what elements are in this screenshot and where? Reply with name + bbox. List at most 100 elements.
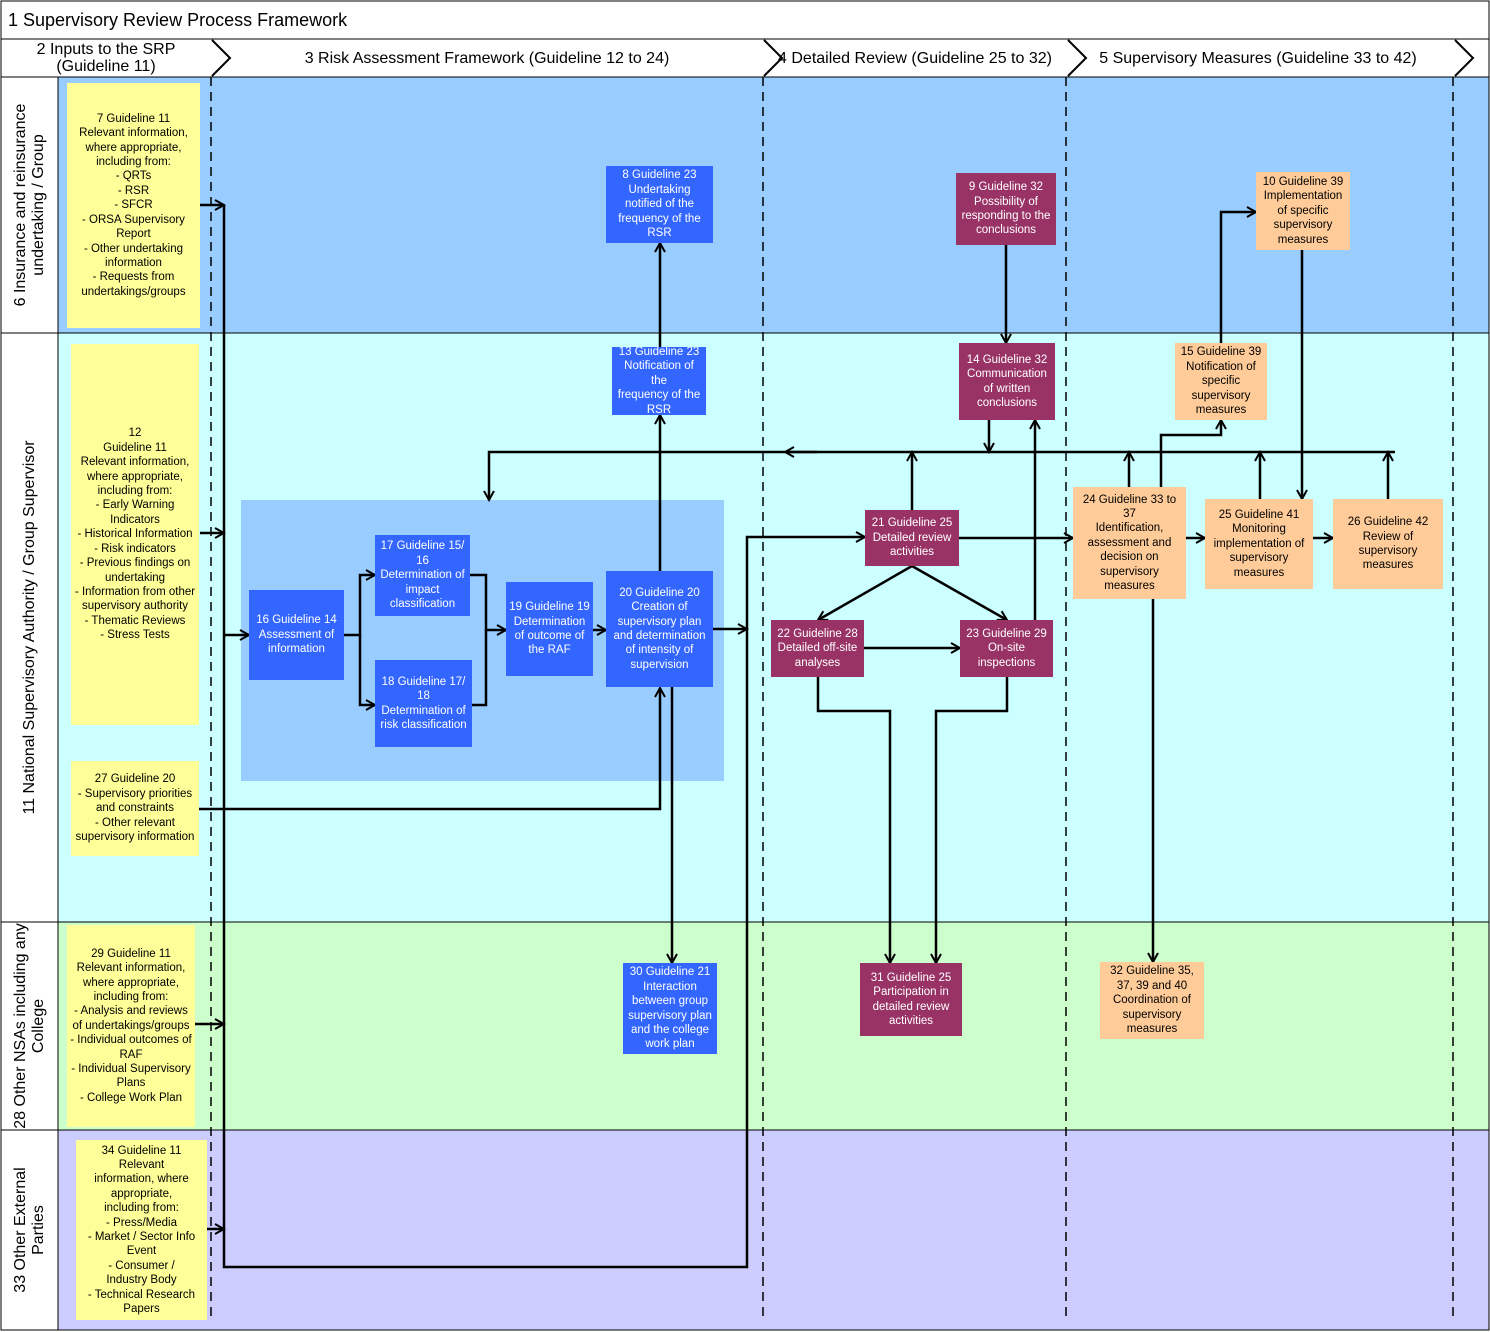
input-collector-line	[222, 205, 865, 1269]
connector-arrow	[198, 688, 660, 811]
lane-label: 28 Other NSAs including anyCollege	[12, 923, 47, 1128]
process-box-bg	[1073, 487, 1186, 599]
process-box-29[interactable]: 29 Guideline 11 Relevant information, wh…	[67, 925, 195, 1127]
process-box-21[interactable]: 21 Guideline 25 Detailed review activiti…	[865, 510, 959, 566]
process-box-25[interactable]: 25 Guideline 41 Monitoring implementatio…	[1205, 499, 1313, 589]
process-box-18[interactable]: 18 Guideline 17/ 18 Determination of ris…	[375, 660, 472, 747]
process-box-text: 29 Guideline 11 Relevant information, wh…	[70, 947, 192, 1104]
process-box-text: 16 Guideline 14 Assessment of informatio…	[256, 614, 337, 656]
process-box-bg	[860, 963, 962, 1036]
connector-arrow	[911, 564, 1007, 622]
phase-bar	[0, 38, 1490, 78]
process-box-bg	[67, 83, 200, 328]
process-box-bg	[71, 344, 199, 725]
process-box-bg	[865, 510, 959, 566]
process-box-bg	[1205, 499, 1313, 589]
process-box-bg	[959, 343, 1055, 420]
process-box-15[interactable]: 15 Guideline 39 Notification of specific…	[1175, 343, 1267, 420]
feedback-bar-line	[489, 450, 1395, 500]
process-box-bg	[506, 582, 593, 676]
process-box-text: 31 Guideline 25 Participation in detaile…	[870, 971, 952, 1027]
process-box-bg	[1256, 172, 1350, 250]
phase-chevron	[1454, 39, 1475, 77]
process-box-text: 18 Guideline 17/ 18 Determination of ris…	[380, 675, 467, 731]
process-box-bg	[1100, 962, 1204, 1039]
process-box-17[interactable]: 17 Guideline 15/ 16 Determination of imp…	[375, 535, 470, 616]
lane-label: 6 Insurance and reinsuranceundertaking /…	[12, 104, 47, 307]
process-box-10[interactable]: 10 Guideline 39 Implementation of specif…	[1256, 172, 1350, 250]
process-box-9[interactable]: 9 Guideline 32 Possibility of responding…	[956, 173, 1056, 245]
process-box-text: 14 Guideline 32 Communication of written…	[966, 353, 1048, 409]
connector-arrow	[358, 635, 375, 705]
lane-header	[0, 921, 59, 1131]
process-box-text: 13 Guideline 23 Notification of the freq…	[617, 347, 701, 415]
process-box-23[interactable]: 23 Guideline 29 On-site inspections	[960, 620, 1053, 677]
process-box-bg	[249, 590, 344, 680]
process-box-34[interactable]: 34 Guideline 11 Relevant information, wh…	[76, 1140, 207, 1320]
lane-label: 33 Other ExternalParties	[12, 1167, 47, 1292]
process-box-text: 9 Guideline 32 Possibility of responding…	[961, 181, 1051, 237]
process-box-32[interactable]: 32 Guideline 35, 37, 39 and 40 Coordinat…	[1100, 962, 1204, 1039]
process-box-bg	[623, 963, 717, 1054]
process-box-text: 22 Guideline 28 Detailed off-site analys…	[777, 627, 858, 669]
process-box-bg	[956, 173, 1056, 245]
process-box-12[interactable]: 12 Guideline 11 Relevant information, wh…	[71, 344, 199, 725]
connector-arrow	[470, 573, 506, 630]
process-box-bg	[67, 925, 195, 1127]
phase-label: 2 Inputs to the SRP(Guideline 11)	[37, 41, 176, 75]
process-box-text: 30 Guideline 21 Interaction between grou…	[628, 966, 712, 1051]
connector-arrow	[816, 677, 890, 963]
process-box-text: 20 Guideline 20 Creation of supervisory …	[613, 586, 706, 671]
process-box-bg	[71, 761, 199, 856]
process-box-bg	[771, 620, 864, 677]
lane-header	[0, 76, 59, 334]
connector-arrow	[1159, 420, 1221, 487]
process-box-26[interactable]: 26 Guideline 42 Review of supervisory me…	[1333, 499, 1443, 589]
process-box-20[interactable]: 20 Guideline 20 Creation of supervisory …	[606, 571, 713, 687]
process-box-bg	[1175, 343, 1267, 420]
process-box-16[interactable]: 16 Guideline 14 Assessment of informatio…	[249, 590, 344, 680]
phase-chevron	[763, 39, 784, 77]
phase-label: 4 Detailed Review (Guideline 25 to 32)	[778, 50, 1052, 67]
process-box-bg	[1333, 499, 1443, 589]
process-box-13[interactable]: 13 Guideline 23 Notification of the freq…	[612, 347, 706, 415]
process-box-bg	[76, 1140, 207, 1320]
process-box-text: 7 Guideline 11 Relevant information, whe…	[79, 112, 188, 298]
process-box-bg	[606, 571, 713, 687]
lane-header	[0, 1129, 59, 1331]
process-box-text: 17 Guideline 15/ 16 Determination of imp…	[380, 540, 465, 611]
lane-label: 11 National Supervisory Authority / Grou…	[21, 440, 38, 815]
process-box-text: 23 Guideline 29 On-site inspections	[966, 627, 1047, 669]
process-box-text: 15 Guideline 39 Notification of specific…	[1180, 346, 1262, 417]
process-box-bg	[375, 660, 472, 747]
process-box-text: 34 Guideline 11 Relevant information, wh…	[87, 1144, 196, 1316]
process-box-30[interactable]: 30 Guideline 21 Interaction between grou…	[623, 963, 717, 1054]
process-box-bg	[612, 347, 706, 415]
connector-arrow	[818, 564, 913, 622]
lane-other-external-parties	[57, 1129, 1490, 1331]
process-box-text: 10 Guideline 39 Implementation of specif…	[1262, 175, 1344, 246]
process-box-14[interactable]: 14 Guideline 32 Communication of written…	[959, 343, 1055, 420]
phase-label: 5 Supervisory Measures (Guideline 33 to …	[1099, 50, 1417, 67]
process-box-27[interactable]: 27 Guideline 20 - Supervisory priorities…	[71, 761, 199, 856]
title-bar	[0, 0, 1490, 40]
process-box-text: 19 Guideline 19 Determination of outcome…	[509, 601, 590, 657]
process-box-text: 26 Guideline 42 Review of supervisory me…	[1347, 516, 1429, 572]
process-box-31[interactable]: 31 Guideline 25 Participation in detaile…	[860, 963, 962, 1036]
lane-insurance-undertaking	[57, 76, 1490, 334]
phase-chevron	[1067, 39, 1088, 77]
lane-header	[0, 332, 59, 923]
connector-arrow	[1219, 212, 1256, 343]
process-box-text: 32 Guideline 35, 37, 39 and 40 Coordinat…	[1110, 965, 1194, 1036]
process-box-text: 25 Guideline 41 Monitoring implementatio…	[1213, 508, 1305, 579]
page-title: 1 Supervisory Review Process Framework	[8, 10, 348, 30]
process-box-19[interactable]: 19 Guideline 19 Determination of outcome…	[506, 582, 593, 676]
process-box-text: 8 Guideline 23 Undertaking notified of t…	[618, 169, 701, 240]
process-box-8[interactable]: 8 Guideline 23 Undertaking notified of t…	[606, 166, 713, 243]
process-box-22[interactable]: 22 Guideline 28 Detailed off-site analys…	[771, 620, 864, 677]
process-box-24[interactable]: 24 Guideline 33 to 37 Identification, as…	[1073, 487, 1186, 599]
process-box-bg	[375, 535, 470, 616]
phase-label: 3 Risk Assessment Framework (Guideline 1…	[305, 50, 670, 67]
process-box-7[interactable]: 7 Guideline 11 Relevant information, whe…	[67, 83, 200, 328]
